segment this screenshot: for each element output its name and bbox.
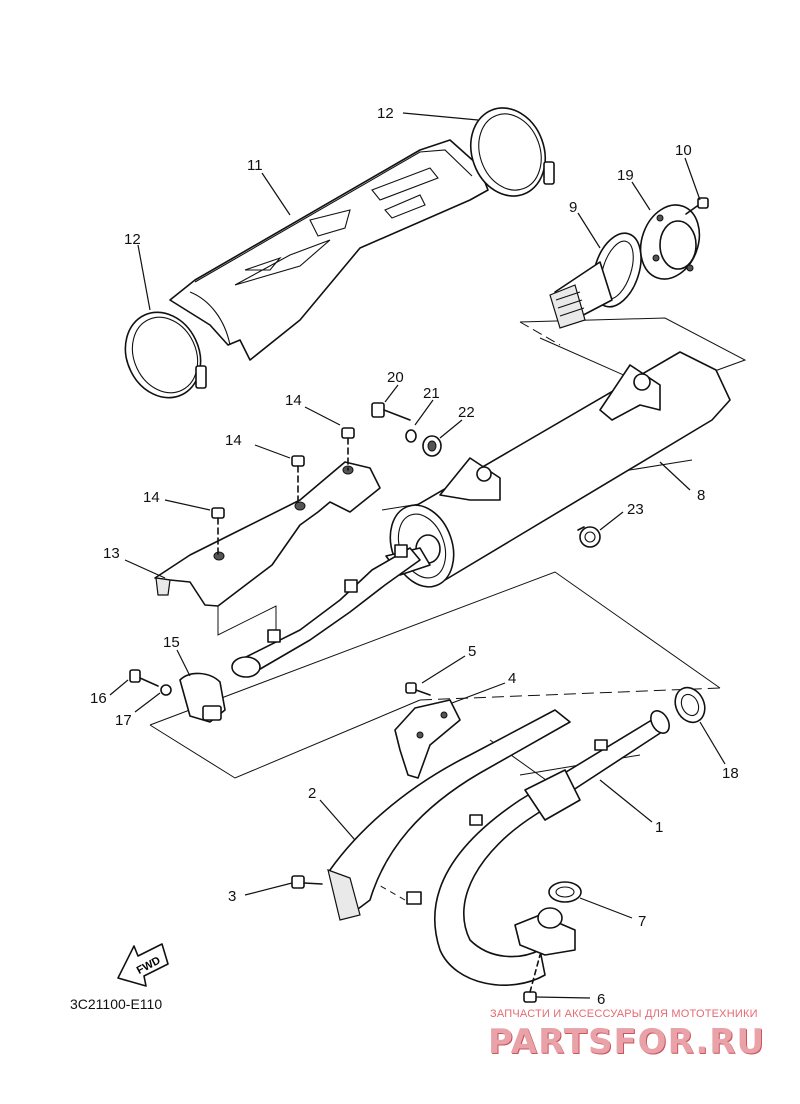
bolt-20 [371, 402, 411, 421]
callout-7: 7 [638, 913, 646, 930]
drawing-code: 3C21100-E110 [70, 996, 163, 1012]
callout-20: 20 [387, 369, 404, 386]
callout-2: 2 [308, 785, 316, 802]
callout-6: 6 [597, 991, 605, 1008]
callout-14: 14 [225, 432, 242, 449]
spark-arrester [549, 232, 642, 329]
watermark-tagline: ЗАПЧАСТИ И АКСЕССУАРЫ ДЛЯ МОТОТЕХНИКИ [490, 1008, 758, 1020]
exhaust-heat-shield [154, 461, 381, 607]
bolt-16 [129, 669, 159, 687]
nut-6 [523, 954, 541, 1003]
callout-22: 22 [458, 404, 475, 421]
callout-17: 17 [115, 712, 132, 729]
muffler [385, 351, 731, 588]
callout-21: 21 [423, 385, 440, 402]
bolt-14c [341, 427, 355, 471]
end-cap-plate [639, 204, 701, 280]
callout-12: 12 [124, 231, 141, 248]
callout-13: 13 [103, 545, 120, 562]
inner-pipe [231, 544, 421, 678]
exhaust-flange [514, 907, 576, 956]
muffler-heat-protector [169, 139, 489, 361]
callout-11: 11 [247, 157, 263, 174]
washer-17 [160, 684, 172, 696]
bracket-4 [394, 699, 461, 779]
gasket-18 [674, 686, 706, 724]
callout-16: 16 [90, 690, 107, 707]
callout-23: 23 [627, 501, 644, 518]
callout-5: 5 [468, 643, 476, 660]
washer-21 [405, 429, 417, 443]
bolt-3 [291, 875, 323, 889]
collar-23 [577, 526, 601, 548]
callout-8: 8 [697, 487, 705, 504]
callout-9: 9 [569, 199, 577, 216]
callout-1: 1 [655, 819, 663, 836]
gasket-7 [548, 881, 582, 903]
callout-14: 14 [143, 489, 160, 506]
callout-14: 14 [285, 392, 302, 409]
callout-4: 4 [508, 670, 516, 687]
callout-leaders [109, 112, 726, 999]
exhaust-pipe-protector [327, 709, 571, 921]
bolt-14b [291, 455, 305, 506]
exhaust-pipe [406, 710, 670, 986]
callout-19: 19 [617, 167, 634, 184]
bolt-5 [405, 682, 431, 696]
callout-18: 18 [722, 765, 739, 782]
bolt-14a [211, 507, 225, 556]
grommet-22 [422, 435, 442, 457]
callout-10: 10 [675, 142, 692, 159]
watermark-logo: PARTSFOR.RU [488, 1022, 766, 1062]
clamp-right [470, 107, 555, 197]
callout-12: 12 [377, 105, 394, 122]
pipe-clamp-15 [179, 672, 226, 723]
callout-15: 15 [163, 634, 180, 651]
fwd-arrow-icon: FWD [117, 943, 169, 987]
bolt-10 [685, 197, 709, 215]
callout-labels: 12 11 12 10 19 9 20 14 21 22 14 14 8 23 … [90, 105, 739, 1008]
callout-3: 3 [228, 888, 236, 905]
clamp-left [124, 311, 207, 399]
